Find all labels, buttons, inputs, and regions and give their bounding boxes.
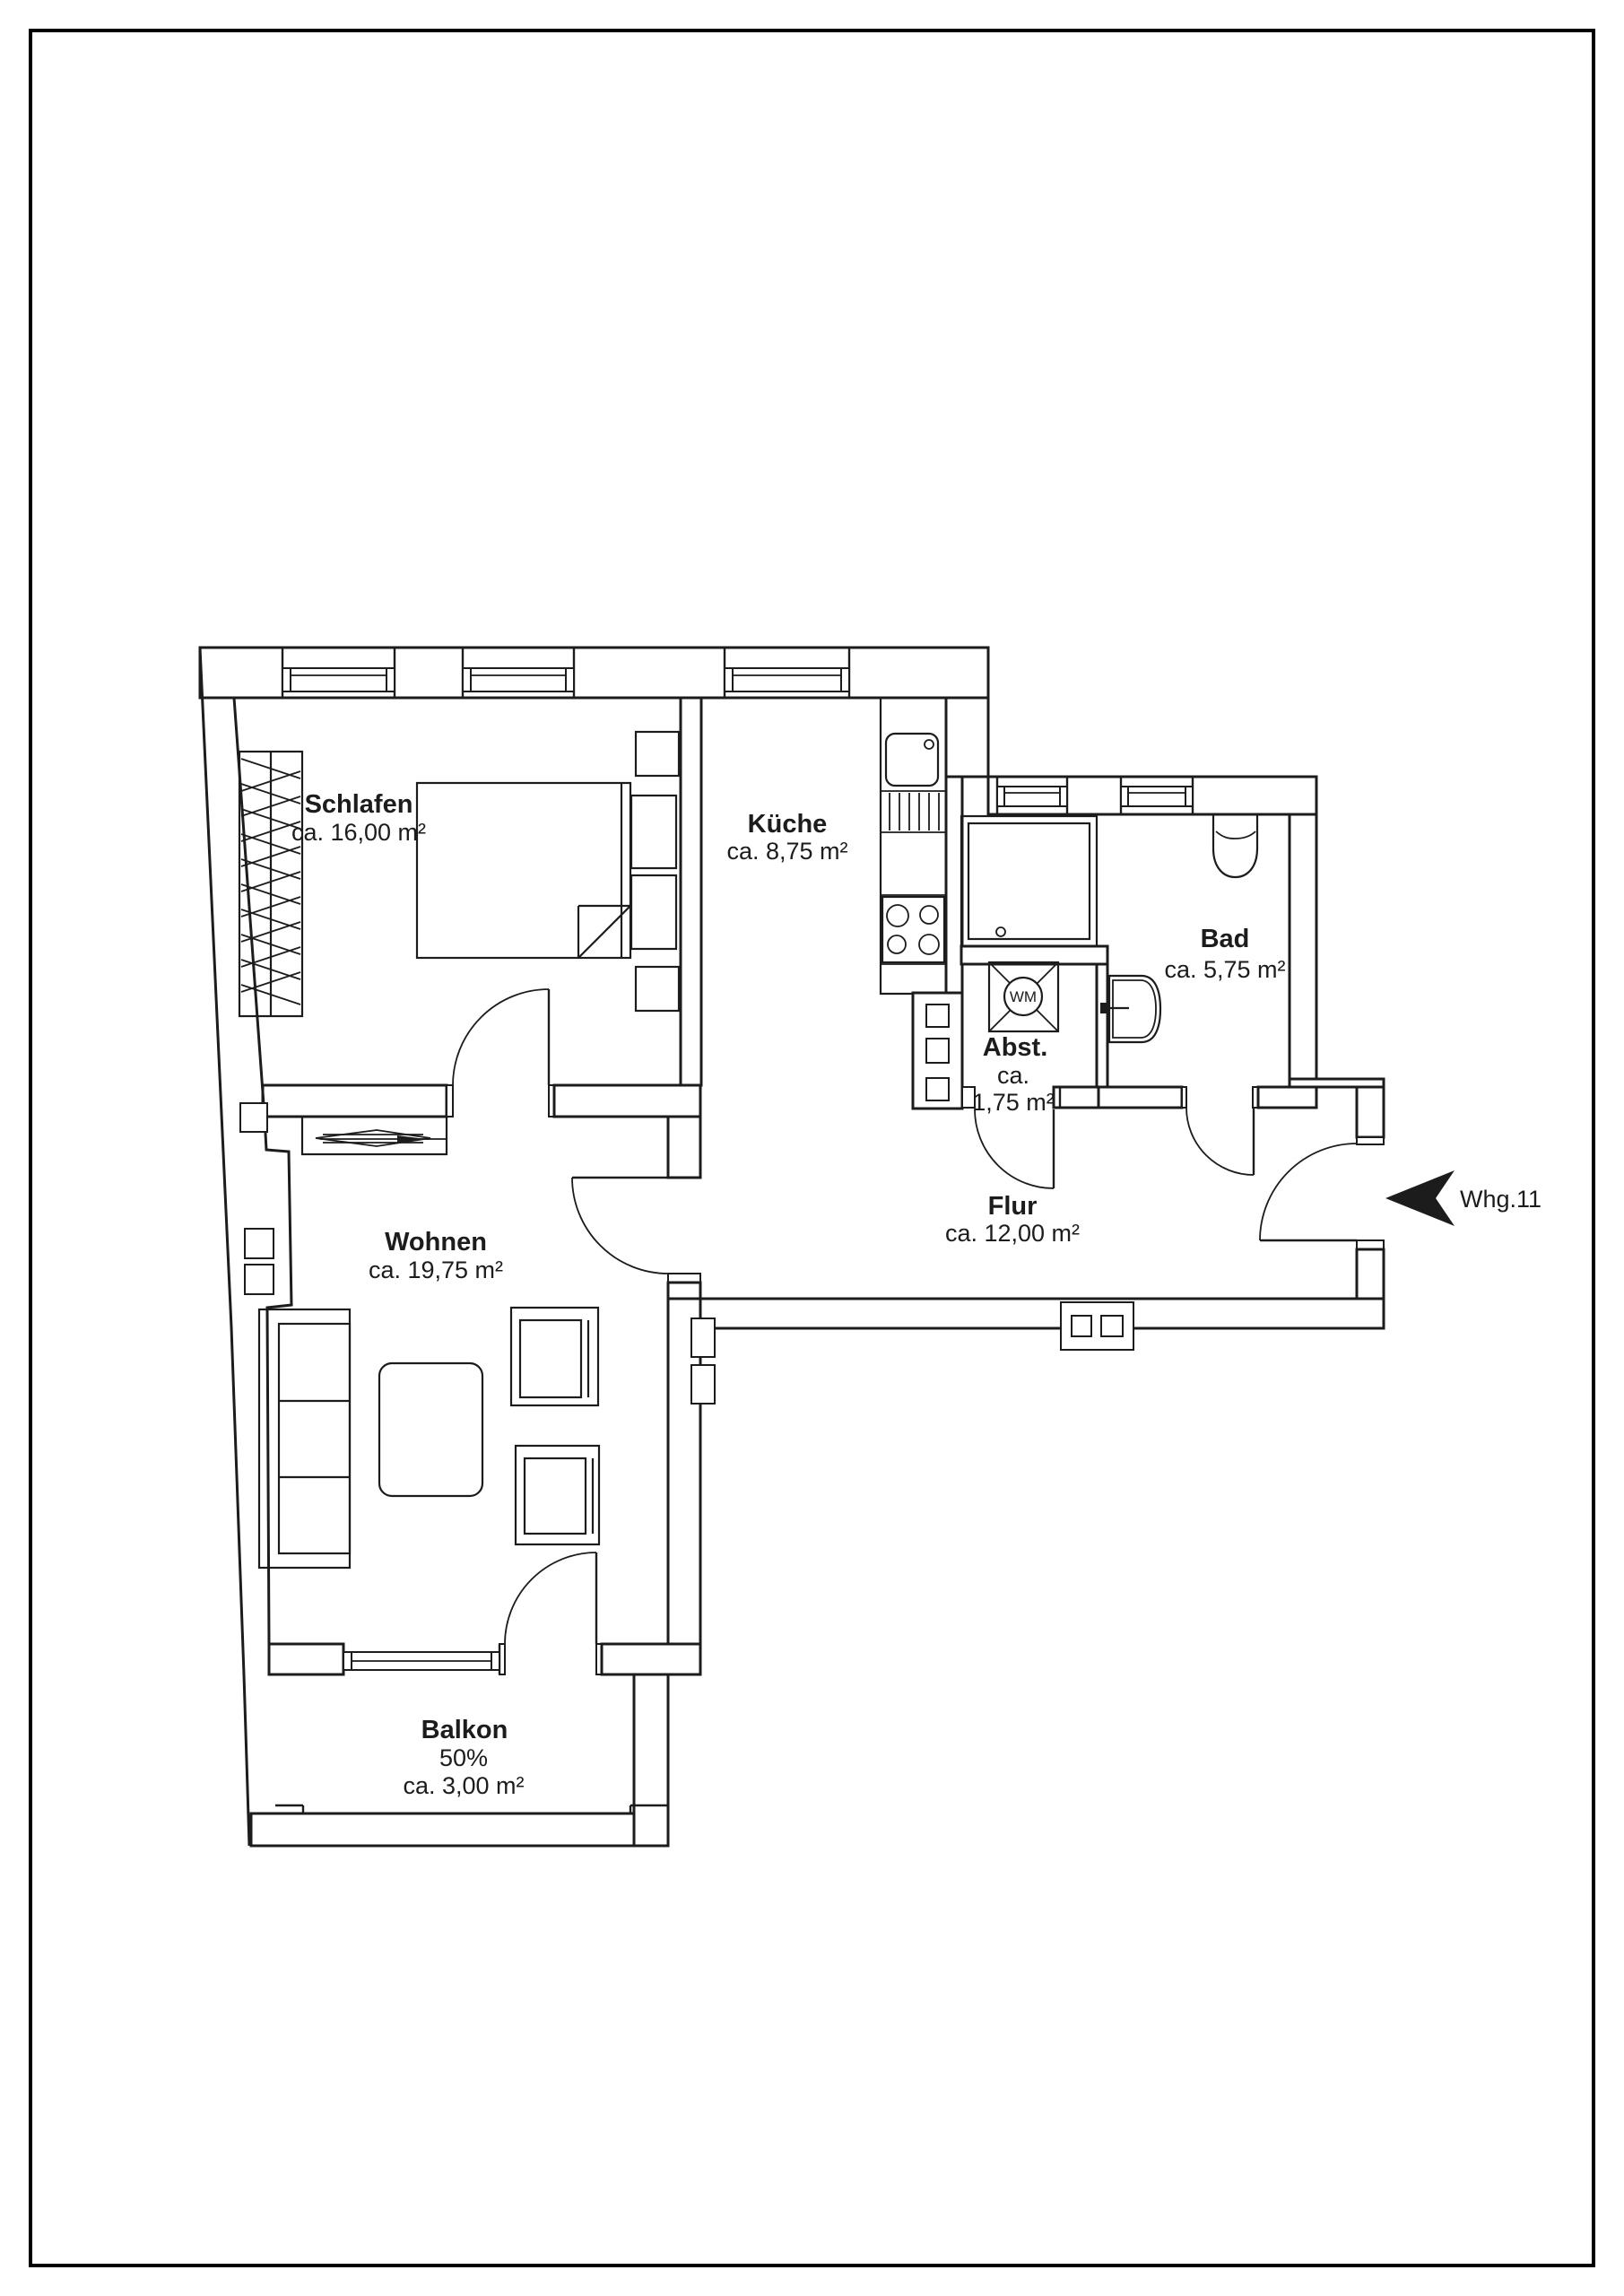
armchair-1 [509,1306,600,1407]
label-schlafen-area: ca. 16,00 m² [291,819,426,846]
kitchen-counter [879,698,946,996]
washbasin [1100,974,1162,1044]
label-wohnen-area: ca. 19,75 m² [369,1257,503,1283]
sofa [257,1308,352,1570]
washing-machine: WM [987,961,1060,1033]
window-bad-1 [995,777,1069,814]
bed [415,781,678,960]
label-balkon-name: Balkon [421,1716,508,1744]
label-kueche-name: Küche [748,810,828,839]
door-wohnen [571,1176,669,1274]
shower [960,814,1099,948]
label-abst-area-prefix: ca. [997,1062,1029,1089]
bed-cabinet-top [634,730,681,778]
label-flur-area: ca. 12,00 m² [945,1220,1080,1247]
label-washing-machine: WM [1010,988,1037,1005]
entrance-arrow: Whg.11 [1385,1170,1541,1226]
label-abst-name: Abst. [983,1033,1048,1062]
door-balkon [504,1552,598,1645]
window-kueche [723,648,851,698]
page-border [29,29,1595,2267]
label-wohnen-name: Wohnen [385,1228,487,1257]
room-labels: Schlafen ca. 16,00 m² Küche ca. 8,75 m² … [291,790,1286,1799]
door-abstellraum [974,1109,1055,1189]
window-bad-2 [1119,777,1194,814]
kitchen-stove [881,895,946,964]
label-flur-name: Flur [988,1192,1038,1221]
wardrobe [238,750,304,1018]
kitchen-sink [884,732,940,831]
window-schlafen-2 [461,648,576,698]
window-schlafen-1 [281,648,396,698]
coffee-table [378,1361,484,1498]
window-balkon [342,1644,501,1674]
toilet [1211,813,1259,879]
entrance-arrow-icon [1385,1170,1455,1226]
door-schlafen [452,988,551,1086]
door-bad [1185,1107,1255,1176]
label-schlafen-name: Schlafen [305,790,413,819]
bed-cabinet-bottom [634,965,681,1013]
label-bad-area: ca. 5,75 m² [1164,956,1285,983]
walls [198,646,1385,1848]
label-balkon-share: 50% [439,1744,488,1771]
label-abst-area-value: 1,75 m² [972,1089,1055,1116]
sideboard-plant [300,1115,448,1156]
door-entrance [1259,1143,1358,1242]
label-kueche-area: ca. 8,75 m² [726,838,847,865]
label-bad-name: Bad [1201,925,1250,953]
armchair-2 [514,1444,601,1546]
label-unit: Whg.11 [1460,1186,1541,1213]
label-balkon-area: ca. 3,00 m² [403,1772,524,1799]
